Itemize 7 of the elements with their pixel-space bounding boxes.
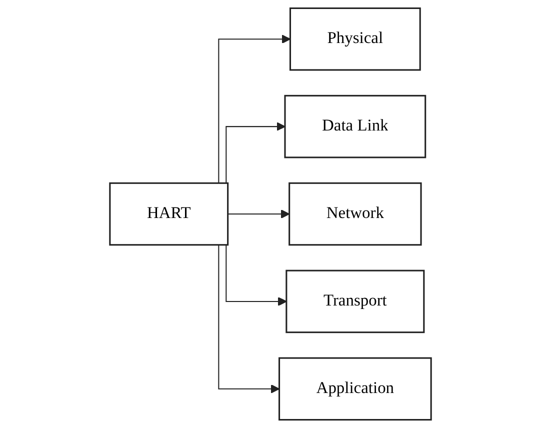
node-box: Data Link	[284, 94, 426, 158]
node-box: Network	[288, 182, 422, 246]
node-box: Application	[278, 357, 432, 421]
node-box: Transport	[286, 270, 425, 334]
arrow	[228, 209, 290, 219]
node-box: HART	[109, 182, 229, 246]
node-box: Physical	[289, 7, 421, 71]
